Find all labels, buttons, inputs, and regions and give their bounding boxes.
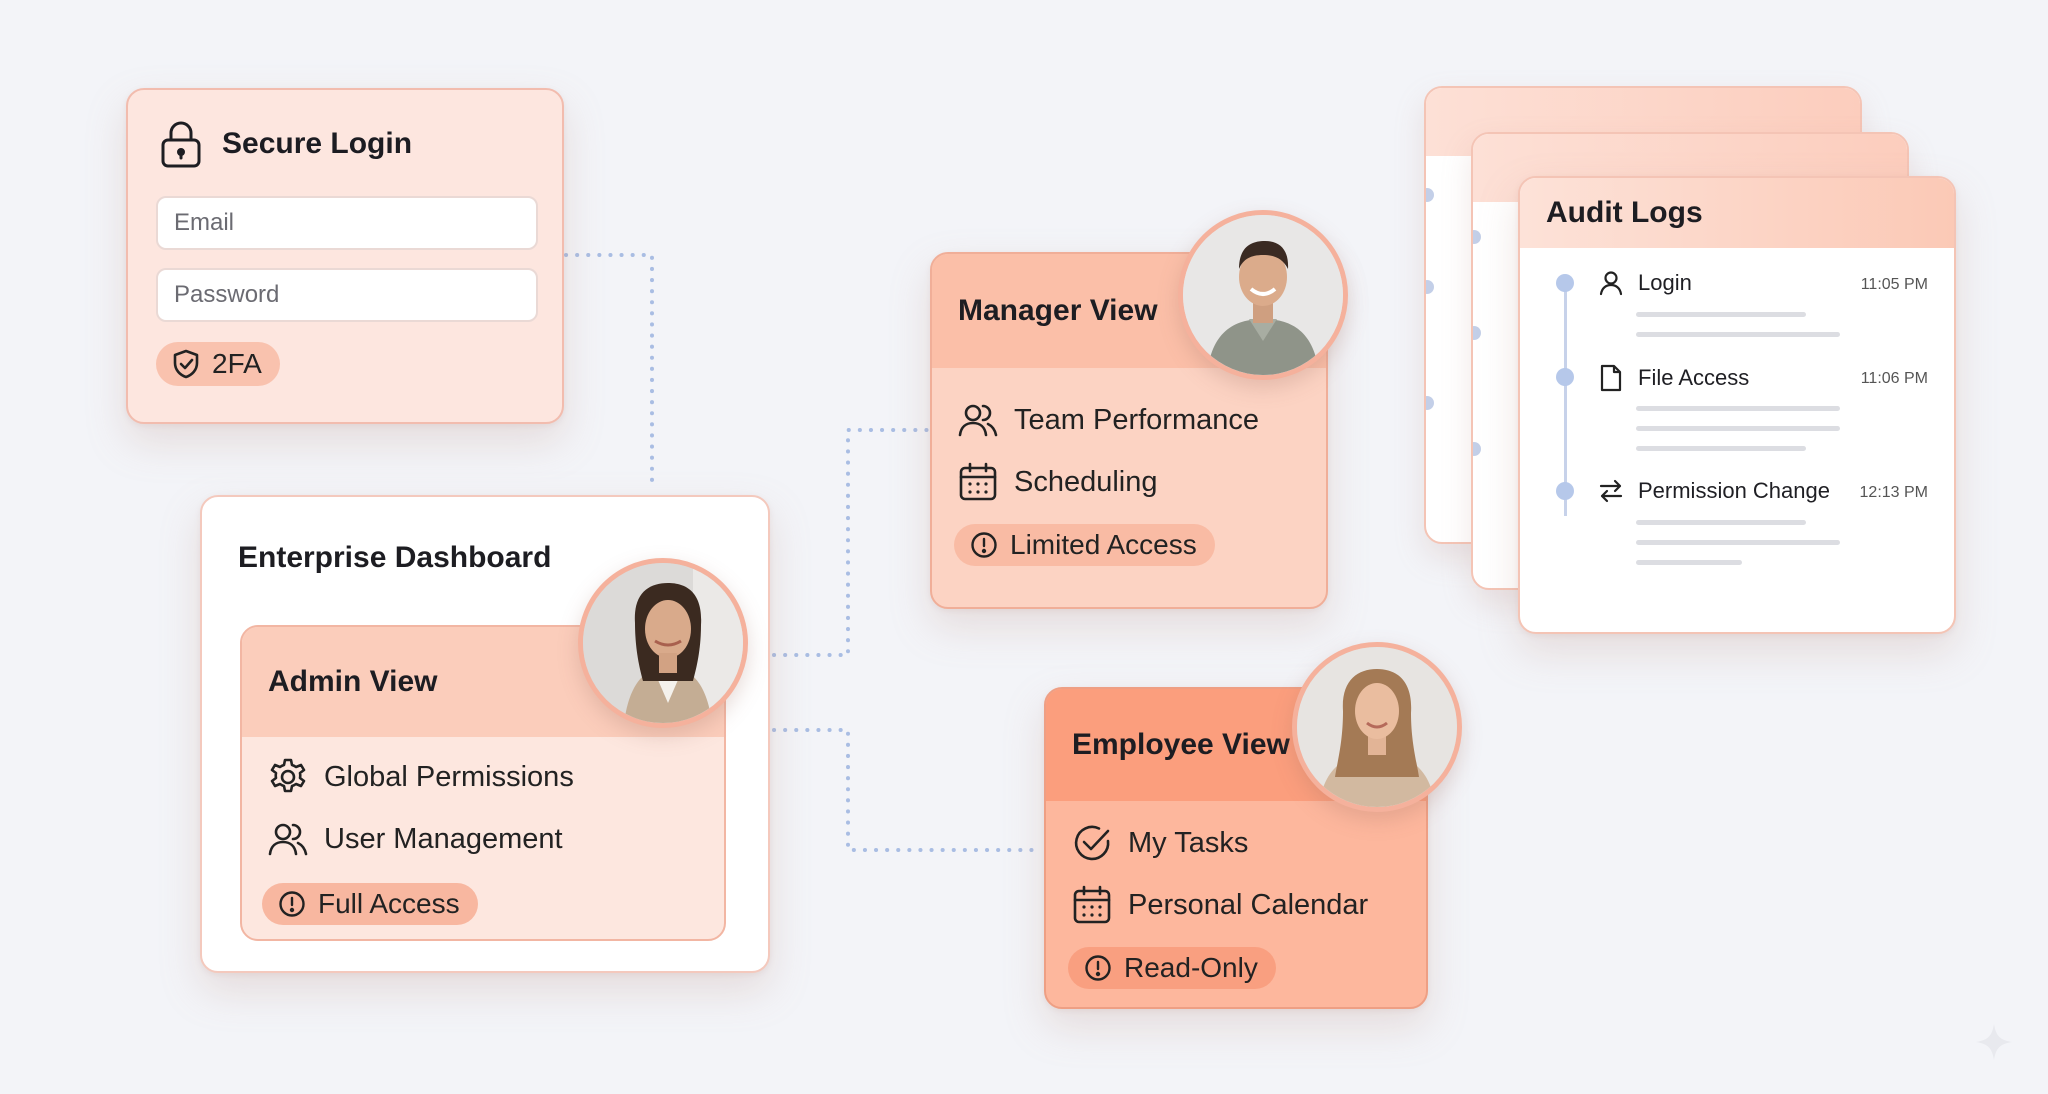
manager-item-label: Scheduling — [1014, 465, 1158, 498]
log-placeholder-line — [1636, 446, 1806, 451]
access-label: Full Access — [318, 888, 460, 919]
access-label: Limited Access — [1010, 529, 1197, 560]
timeline-dot — [1556, 274, 1574, 292]
password-field[interactable] — [156, 268, 538, 322]
calendar-icon — [1072, 885, 1112, 925]
log-placeholder-line — [1636, 426, 1840, 431]
admin-item-label: Global Permissions — [324, 760, 574, 793]
access-label: Read-Only — [1124, 952, 1258, 983]
log-entry-label: File Access — [1638, 365, 1750, 390]
admin-item-label: User Management — [324, 822, 563, 855]
check-circle-icon — [1072, 823, 1112, 863]
timeline-dot — [1473, 230, 1481, 244]
dashboard-title: Enterprise Dashboard — [238, 541, 552, 574]
log-placeholder-line — [1636, 406, 1840, 411]
manager-item-scheduling: Scheduling — [958, 462, 1158, 502]
log-entry-login[interactable]: Login — [1598, 270, 1692, 296]
swap-icon — [1598, 478, 1624, 504]
users-icon — [268, 819, 308, 859]
log-placeholder-line — [1636, 560, 1742, 565]
sparkle-icon — [1976, 1024, 2012, 1060]
timeline-dot — [1556, 368, 1574, 386]
log-entry-time: 11:05 PM — [1860, 276, 1928, 293]
employee-item-personal-calendar: Personal Calendar — [1072, 885, 1368, 925]
log-placeholder-line — [1636, 312, 1806, 317]
connector-login-dashboard — [564, 253, 654, 492]
log-entry-label: Login — [1638, 270, 1692, 295]
log-entry-permission-change[interactable]: Permission Change — [1598, 478, 1830, 504]
timeline-dot — [1473, 326, 1481, 340]
timeline-dot — [1426, 280, 1434, 294]
manager-item-team-performance: Team Performance — [958, 400, 1259, 440]
employee-item-label: Personal Calendar — [1128, 888, 1369, 921]
login-header: Secure Login — [160, 120, 412, 168]
log-placeholder-line — [1636, 332, 1840, 337]
users-icon — [958, 400, 998, 440]
shield-check-icon — [172, 349, 200, 379]
log-entry-file-access[interactable]: File Access — [1598, 364, 1749, 392]
read-only-badge: Read-Only — [1068, 947, 1276, 989]
audit-logs-title: Audit Logs — [1520, 178, 1954, 248]
admin-avatar — [578, 558, 748, 728]
log-entry-label: Permission Change — [1638, 478, 1830, 503]
admin-view-panel: Admin View Global Permissions — [240, 625, 726, 941]
connector-dashboard-employee — [772, 728, 1044, 852]
log-placeholder-line — [1636, 540, 1840, 545]
admin-item-user-management: User Management — [268, 819, 563, 859]
employee-item-my-tasks: My Tasks — [1072, 823, 1248, 863]
timeline-dot — [1556, 482, 1574, 500]
2fa-badge: 2FA — [156, 342, 280, 386]
timeline-dot — [1426, 396, 1434, 410]
employee-avatar — [1292, 642, 1462, 812]
full-access-badge: Full Access — [262, 883, 478, 925]
user-icon — [1598, 270, 1624, 296]
manager-item-label: Team Performance — [1014, 403, 1259, 436]
log-entry-time: 12:13 PM — [1859, 484, 1928, 501]
audit-logs-card: Audit Logs Login 11:05 PM File Acc — [1518, 176, 1956, 634]
admin-item-global-permissions: Global Permissions — [268, 757, 574, 797]
timeline-dot — [1473, 442, 1481, 456]
timeline-line — [1564, 286, 1567, 516]
lock-icon — [160, 120, 202, 168]
calendar-icon — [958, 462, 998, 502]
enterprise-dashboard-card: Enterprise Dashboard Admin View Global P… — [200, 495, 770, 973]
limited-access-badge: Limited Access — [954, 524, 1215, 566]
info-circle-icon — [278, 890, 306, 918]
login-title: Secure Login — [222, 127, 413, 160]
timeline-dot — [1426, 188, 1434, 202]
2fa-label: 2FA — [212, 348, 262, 379]
log-entry-time: 11:06 PM — [1860, 370, 1928, 387]
gear-icon — [268, 757, 308, 797]
info-circle-icon — [970, 531, 998, 559]
connector-dashboard-manager — [772, 428, 930, 657]
log-placeholder-line — [1636, 520, 1806, 525]
info-circle-icon — [1084, 954, 1112, 982]
file-icon — [1598, 364, 1624, 392]
employee-item-label: My Tasks — [1128, 826, 1249, 859]
manager-avatar — [1178, 210, 1348, 380]
email-field[interactable] — [156, 196, 538, 250]
employee-view-card: Employee View My Tasks — [1044, 687, 1428, 1009]
secure-login-card: Secure Login 2FA — [126, 88, 564, 424]
